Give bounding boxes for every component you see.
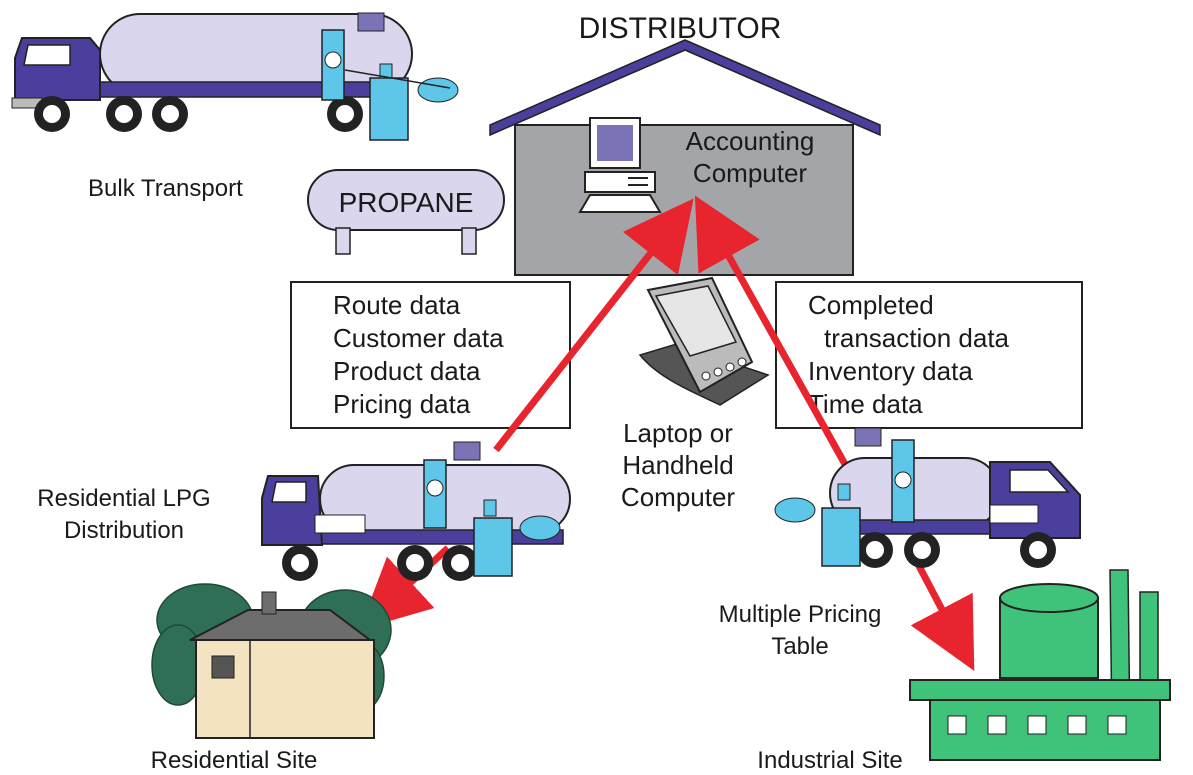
propane-tank-label: PROPANE (339, 187, 474, 218)
handheld-computer-icon (638, 276, 770, 406)
industrial-truck (774, 427, 1081, 568)
handheld-label-line1: Laptop or (623, 418, 733, 448)
bulk-transport-truck (11, 12, 459, 141)
outbound-data-line1: Route data (333, 290, 461, 320)
industrial-factory (909, 569, 1171, 761)
distributor-title: DISTRIBUTOR (579, 12, 782, 45)
residential-site-label: Residential Site (151, 747, 318, 774)
inbound-data-box (775, 281, 1083, 429)
bulk-transport-label: Bulk Transport (88, 175, 243, 202)
accounting-computer-label-line2: Computer (693, 158, 807, 188)
handheld-label-line3: Computer (621, 482, 735, 512)
data-flow-arrows (359, 195, 975, 671)
inbound-data-line2: transaction data (824, 323, 1010, 353)
accounting-computer-label-line1: Accounting (686, 126, 815, 156)
arrow-industrial-truck-to-distributor (694, 195, 850, 468)
residential-truck-label-line1: Residential LPG (37, 485, 210, 512)
handheld-label-line2: Handheld (622, 450, 733, 480)
industrial-truck-label-line2: Table (771, 633, 828, 660)
inbound-data-line3: Inventory data (808, 356, 973, 386)
industrial-site-label: Industrial Site (757, 747, 902, 774)
industrial-truck-label-line1: Multiple Pricing (719, 601, 882, 628)
inbound-data-line1: Completed (808, 290, 934, 320)
residential-house (189, 591, 375, 739)
distributor-building (489, 39, 881, 276)
residential-lpg-truck (261, 441, 571, 581)
outbound-data-line2: Customer data (333, 323, 504, 353)
propane-tank (307, 169, 505, 255)
outbound-data-line3: Product data (333, 356, 481, 386)
residential-truck-label-line2: Distribution (64, 517, 184, 544)
outbound-data-line4: Pricing data (333, 389, 471, 419)
outbound-data-box (290, 281, 571, 429)
inbound-data-line4: Time data (808, 389, 923, 419)
arrow-distributor-to-residential-truck (493, 198, 694, 453)
